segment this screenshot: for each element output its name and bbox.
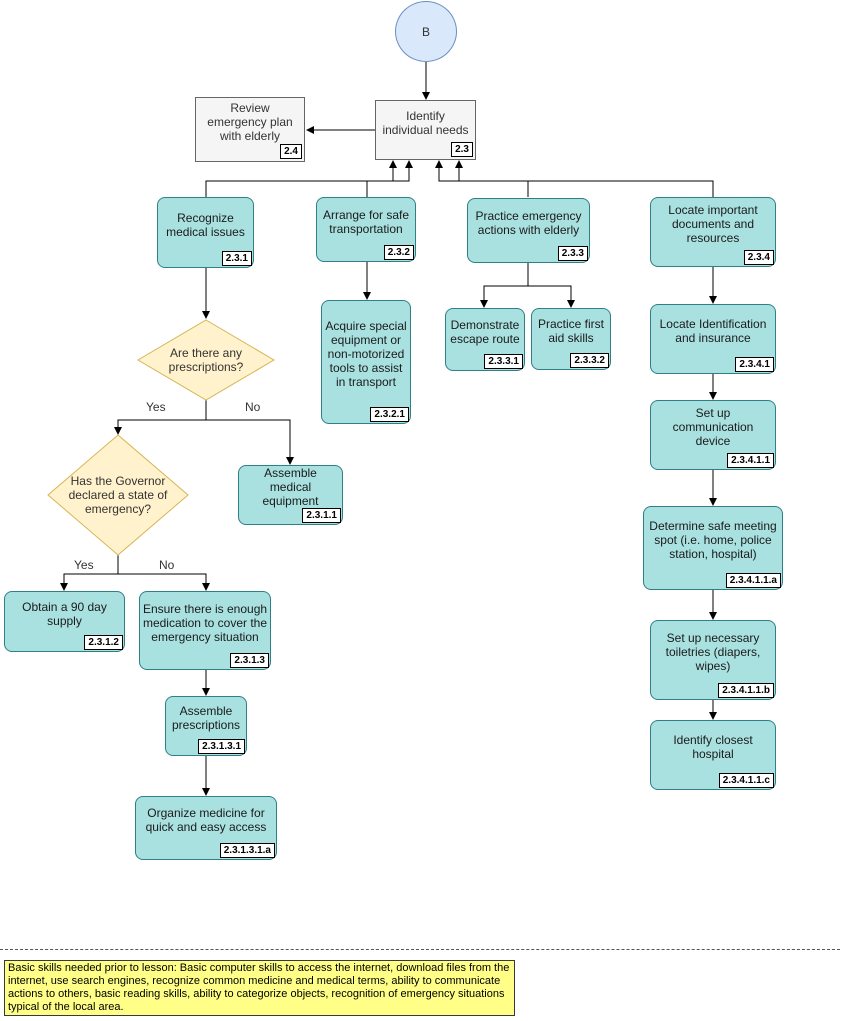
node-ensure-enough-medication: Ensure there is enough medication to cov… (139, 591, 271, 670)
node-practice-emergency-actions: Practice emergency actions with elderly … (467, 198, 590, 263)
separator-line (0, 949, 840, 950)
node-identify-closest-hospital: Identify closest hospital 2.3.4.1.1.c (650, 720, 776, 790)
node-arrange-safe-transportation: Arrange for safe transportation 2.3.2 (316, 197, 416, 262)
node-id-badge: 2.3.4.1 (735, 357, 774, 372)
node-label: Ensure there is enough medication to cov… (142, 601, 268, 644)
node-id-badge: 2.3.1 (221, 251, 252, 266)
prerequisite-skills-note: Basic skills needed prior to lesson: Bas… (4, 960, 515, 1016)
node-set-up-communication-device: Set up communication device 2.3.4.1.1 (650, 400, 776, 470)
node-label: Identify closest hospital (673, 733, 753, 761)
edge-2-3-3-to-2-3-3-1 (480, 263, 529, 308)
node-id-badge: 2.3.2 (383, 245, 414, 260)
edge-label-governor-no: No (157, 558, 177, 572)
node-organize-medicine: Organize medicine for quick and easy acc… (135, 796, 277, 860)
decision-governor-shape (47, 434, 189, 556)
edge-governor-no (118, 573, 210, 591)
decision-governor-label: Has the Governor declared a state of eme… (68, 474, 168, 516)
node-label: Demonstrate escape route (450, 317, 520, 346)
decision-prescriptions-label: Are there any prescriptions? (168, 346, 244, 374)
edge-label-prescriptions-yes: Yes (144, 400, 168, 414)
node-demonstrate-escape-route: Demonstrate escape route 2.3.3.1 (445, 308, 525, 371)
start-node-label: B (421, 24, 430, 39)
edge-2-3-3-to-2-3 (455, 160, 529, 197)
node-label: Organize medicine for quick and easy acc… (145, 806, 267, 834)
node-id-badge: 2.3.3 (557, 246, 588, 261)
node-id-badge: 2.3.4 (743, 250, 774, 265)
node-id-badge: 2.3.3.2 (570, 353, 609, 368)
node-label: Set up communication device (672, 406, 754, 448)
node-assemble-medical-equipment: Assemble medical equipment 2.3.1.1 (238, 465, 343, 525)
start-node-b: B (395, 1, 457, 62)
node-determine-safe-meeting-spot: Determine safe meeting spot (i.e. home, … (643, 506, 783, 590)
node-label: Review emergency plan with elderly (207, 100, 293, 143)
edge-prescriptions-yes (114, 400, 207, 435)
node-label: Set up necessary toiletries (diapers, wi… (665, 631, 761, 673)
node-label: Obtain a 90 day supply (22, 599, 107, 628)
node-label: Identify individual needs (382, 109, 469, 137)
node-id-badge: 2.3.1.3 (230, 653, 269, 668)
node-id-badge: 2.3.4.1.1.b (718, 683, 774, 698)
edge-prescriptions-no (206, 419, 294, 465)
node-id-badge: 2.3.3.1 (484, 354, 523, 369)
edge-label-governor-yes: Yes (72, 558, 96, 572)
node-id-badge: 2.4 (280, 144, 302, 159)
node-id-badge: 2.3.4.1.1.c (718, 773, 774, 788)
node-identify-individual-needs: Identify individual needs 2.3 (375, 100, 476, 160)
node-locate-identification-insurance: Locate Identification and insurance 2.3.… (650, 304, 776, 374)
node-locate-important-documents: Locate important documents and resources… (650, 197, 776, 267)
node-id-badge: 2.3.1.1 (302, 508, 341, 523)
node-label: Practice first aid skills (537, 317, 604, 345)
node-id-badge: 2.3.2.1 (370, 407, 409, 422)
node-label: Locate important documents and resources (668, 203, 758, 245)
node-label: Locate Identification and insurance (659, 317, 767, 345)
edge-2-3-4-to-2-3 (435, 160, 714, 197)
node-label: Recognize medical issues (166, 210, 245, 239)
edge-2-3-3-to-2-3-3-2 (528, 285, 575, 308)
edge-2-3-2-to-2-3 (366, 160, 413, 197)
node-label: Assemble prescriptions (171, 704, 241, 732)
node-label: Practice emergency actions with elderly (475, 208, 582, 237)
node-assemble-prescriptions: Assemble prescriptions 2.3.1.3.1 (165, 696, 247, 756)
decision-prescriptions-shape (137, 319, 275, 401)
node-id-badge: 2.3.4.1.1 (727, 453, 774, 468)
edge-label-prescriptions-no: No (243, 400, 263, 414)
node-id-badge: 2.3.1.2 (84, 635, 123, 650)
node-label: Determine safe meeting spot (i.e. home, … (649, 519, 777, 561)
node-recognize-medical-issues: Recognize medical issues 2.3.1 (157, 197, 254, 268)
node-label: Arrange for safe transportation (322, 207, 410, 236)
node-id-badge: 2.3 (451, 142, 473, 157)
node-practice-first-aid: Practice first aid skills 2.3.3.2 (531, 308, 611, 370)
node-label: Acquire special equipment or non-motoriz… (325, 319, 407, 389)
edge-2-3-1-to-2-3 (205, 160, 397, 197)
node-acquire-special-equipment: Acquire special equipment or non-motoriz… (321, 300, 411, 424)
node-set-up-toiletries: Set up necessary toiletries (diapers, wi… (650, 620, 776, 700)
node-id-badge: 2.3.1.3.1.a (219, 843, 275, 858)
node-id-badge: 2.3.4.1.1.a (725, 573, 781, 588)
node-review-emergency-plan: Review emergency plan with elderly 2.4 (195, 97, 305, 162)
node-id-badge: 2.3.1.3.1 (198, 739, 245, 754)
node-label: Assemble medical equipment (262, 466, 319, 508)
edge-governor-yes (60, 555, 119, 591)
node-obtain-90-day-supply: Obtain a 90 day supply 2.3.1.2 (4, 591, 125, 652)
